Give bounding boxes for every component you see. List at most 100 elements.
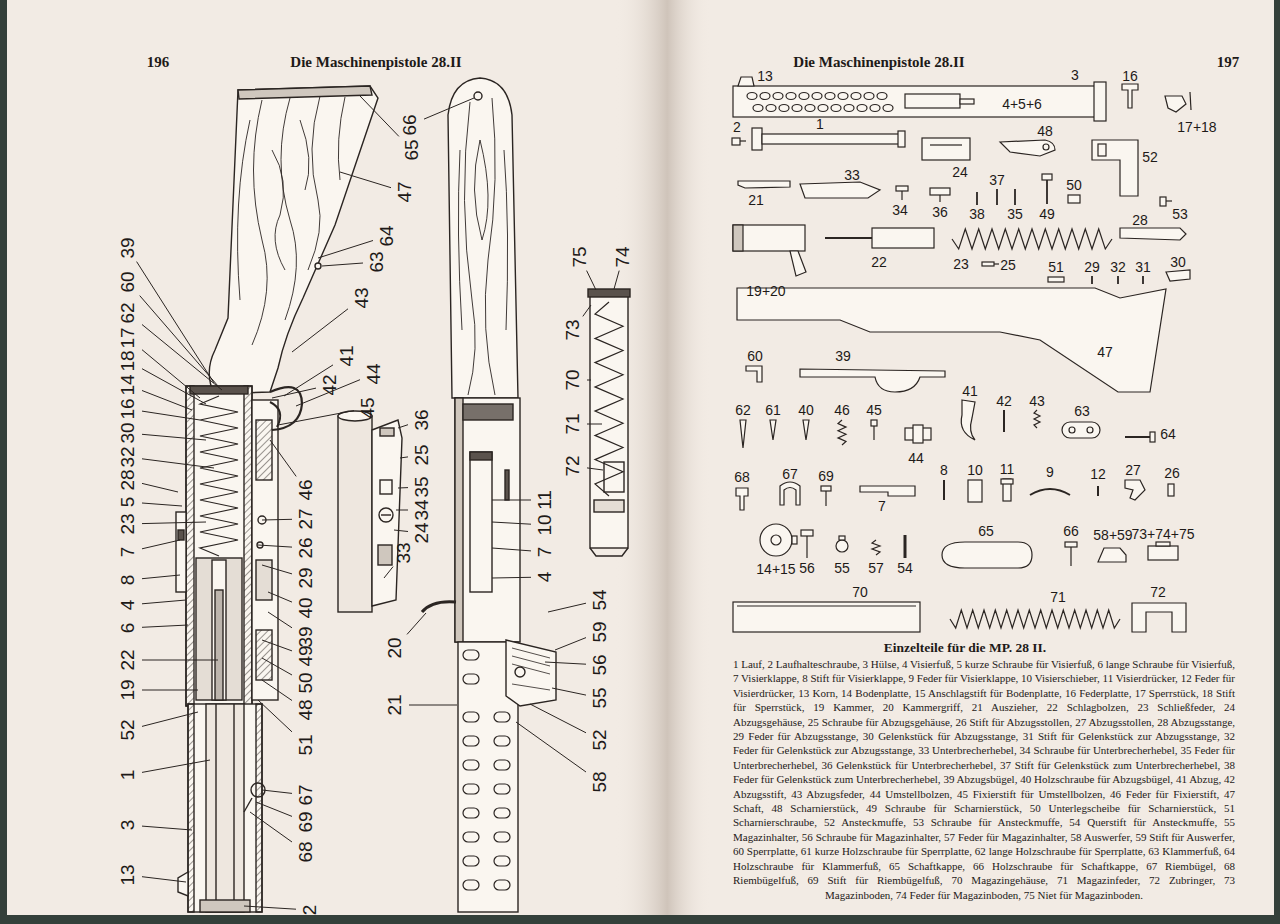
leader-line bbox=[492, 548, 531, 551]
line-art bbox=[790, 251, 806, 276]
callout-number: 20 bbox=[384, 637, 406, 658]
part-number: 69 bbox=[818, 468, 834, 484]
line-art bbox=[792, 105, 802, 112]
callout-number: 4 bbox=[117, 600, 139, 611]
leader-line bbox=[142, 540, 180, 549]
parts-list-entry: 5 kurze Schraube für Visierfuß, bbox=[956, 658, 1094, 670]
line-art bbox=[825, 491, 826, 506]
callout-number: 36 bbox=[411, 409, 433, 430]
part-number: 46 bbox=[834, 402, 850, 418]
parts-list-entry: 26 Stift für Abzugsstollen, bbox=[956, 716, 1073, 728]
part-number: 43 bbox=[1029, 393, 1045, 409]
line-art bbox=[1098, 548, 1126, 562]
line-art bbox=[238, 86, 372, 99]
callout-number: 18 bbox=[117, 350, 139, 371]
line-art bbox=[873, 426, 874, 440]
part-number: 60 bbox=[747, 348, 763, 364]
parts-list-entry: 34 Schraube für Unterbrecherhebel, bbox=[1020, 744, 1178, 756]
leader-line bbox=[244, 906, 296, 909]
part-number: 21 bbox=[748, 192, 764, 208]
parts-list-entry: 69 Stift für Riembügelfuß, bbox=[808, 874, 943, 886]
callout-number: 60 bbox=[117, 271, 139, 292]
part-number: 31 bbox=[1135, 259, 1151, 275]
line-art bbox=[463, 404, 513, 420]
parts-list-entry: 43 Abzugsfeder, bbox=[791, 788, 865, 800]
callout-number: 42 bbox=[319, 374, 341, 395]
callout-number: 75 bbox=[569, 246, 591, 267]
line-art bbox=[1001, 479, 1013, 484]
line-art bbox=[463, 832, 479, 842]
line-art bbox=[233, 704, 234, 912]
callout-number: 26 bbox=[295, 537, 317, 558]
part-number: 55 bbox=[834, 560, 850, 576]
line-art bbox=[760, 524, 792, 556]
line-art bbox=[805, 105, 815, 112]
callout-number: 10 bbox=[534, 514, 556, 535]
part-number: 47 bbox=[1097, 344, 1113, 360]
parts-list-entry: 50 Unterlegscheibe für Scharnierstück, bbox=[1030, 802, 1217, 814]
parts-list-entry: 8 Stift für Visierklappe, bbox=[802, 672, 906, 684]
part-number: 72 bbox=[1150, 584, 1166, 600]
parts-list-entry: 19 Kammer, bbox=[813, 701, 874, 713]
part-number: 1 bbox=[816, 116, 824, 132]
line-art bbox=[1068, 195, 1080, 203]
parts-list-entry: 14 Bodenplatte, bbox=[841, 687, 911, 699]
line-art bbox=[238, 120, 250, 300]
line-art bbox=[504, 150, 508, 330]
part-number: 3 bbox=[1071, 67, 1079, 83]
line-art bbox=[860, 486, 915, 496]
line-art bbox=[1168, 484, 1174, 496]
part-number: 36 bbox=[932, 204, 948, 220]
part-number: 52 bbox=[1142, 149, 1158, 165]
line-art bbox=[1166, 200, 1172, 201]
line-art bbox=[737, 288, 1166, 392]
line-art bbox=[448, 78, 518, 398]
leader-line bbox=[142, 325, 222, 391]
callout-number: 52 bbox=[589, 729, 611, 750]
part-number: 39 bbox=[835, 348, 851, 364]
line-art bbox=[952, 229, 1112, 249]
leader-line bbox=[555, 638, 586, 650]
line-art bbox=[825, 237, 872, 239]
line-art bbox=[737, 605, 916, 606]
line-art bbox=[186, 386, 194, 706]
callout-number: 16 bbox=[117, 398, 139, 419]
callout-number: 21 bbox=[384, 694, 406, 715]
leader-line bbox=[340, 172, 391, 188]
line-art bbox=[464, 102, 475, 395]
part-number: 24 bbox=[952, 164, 968, 180]
leader-line bbox=[322, 263, 363, 266]
leader-line bbox=[318, 241, 373, 259]
callout-number: 66 bbox=[399, 114, 421, 135]
part-number: 65 bbox=[978, 523, 994, 539]
parts-list-entry: 22 Schlagbolzen, bbox=[1047, 701, 1129, 713]
line-art bbox=[872, 540, 880, 555]
part-number: 10 bbox=[967, 462, 983, 478]
leader-line bbox=[587, 380, 591, 381]
parts-list-entry: 17 Sperrstück, bbox=[1135, 687, 1199, 699]
line-art bbox=[594, 500, 624, 512]
line-art bbox=[1030, 489, 1070, 495]
parts-list-entry: 41 Abzug, bbox=[1176, 773, 1221, 785]
callout-number: 43 bbox=[351, 287, 373, 308]
part-number: 45 bbox=[866, 402, 882, 418]
part-number: 42 bbox=[996, 393, 1012, 409]
parts-list-entry: 10 Visierschieber, bbox=[1021, 672, 1100, 684]
part-number: 28 bbox=[1132, 212, 1148, 228]
parts-list-entry: 48 Scharnierstück, bbox=[772, 802, 859, 814]
line-art bbox=[961, 400, 975, 440]
line-art bbox=[786, 93, 796, 100]
line-art bbox=[209, 86, 378, 394]
line-art bbox=[515, 667, 525, 677]
line-art bbox=[470, 452, 492, 460]
line-art bbox=[494, 880, 510, 890]
line-art bbox=[505, 470, 509, 500]
leader-line bbox=[278, 411, 354, 425]
leader-line bbox=[492, 500, 531, 501]
line-art bbox=[831, 105, 841, 112]
leader-line bbox=[142, 826, 192, 830]
callout-number: 29 bbox=[295, 567, 317, 588]
parts-list-entry: 31 Stift für Gelenkstück zur Abzugsstang… bbox=[1023, 730, 1220, 742]
parts-list-entry: 59 Stift für Auswerfer, bbox=[1135, 831, 1235, 843]
